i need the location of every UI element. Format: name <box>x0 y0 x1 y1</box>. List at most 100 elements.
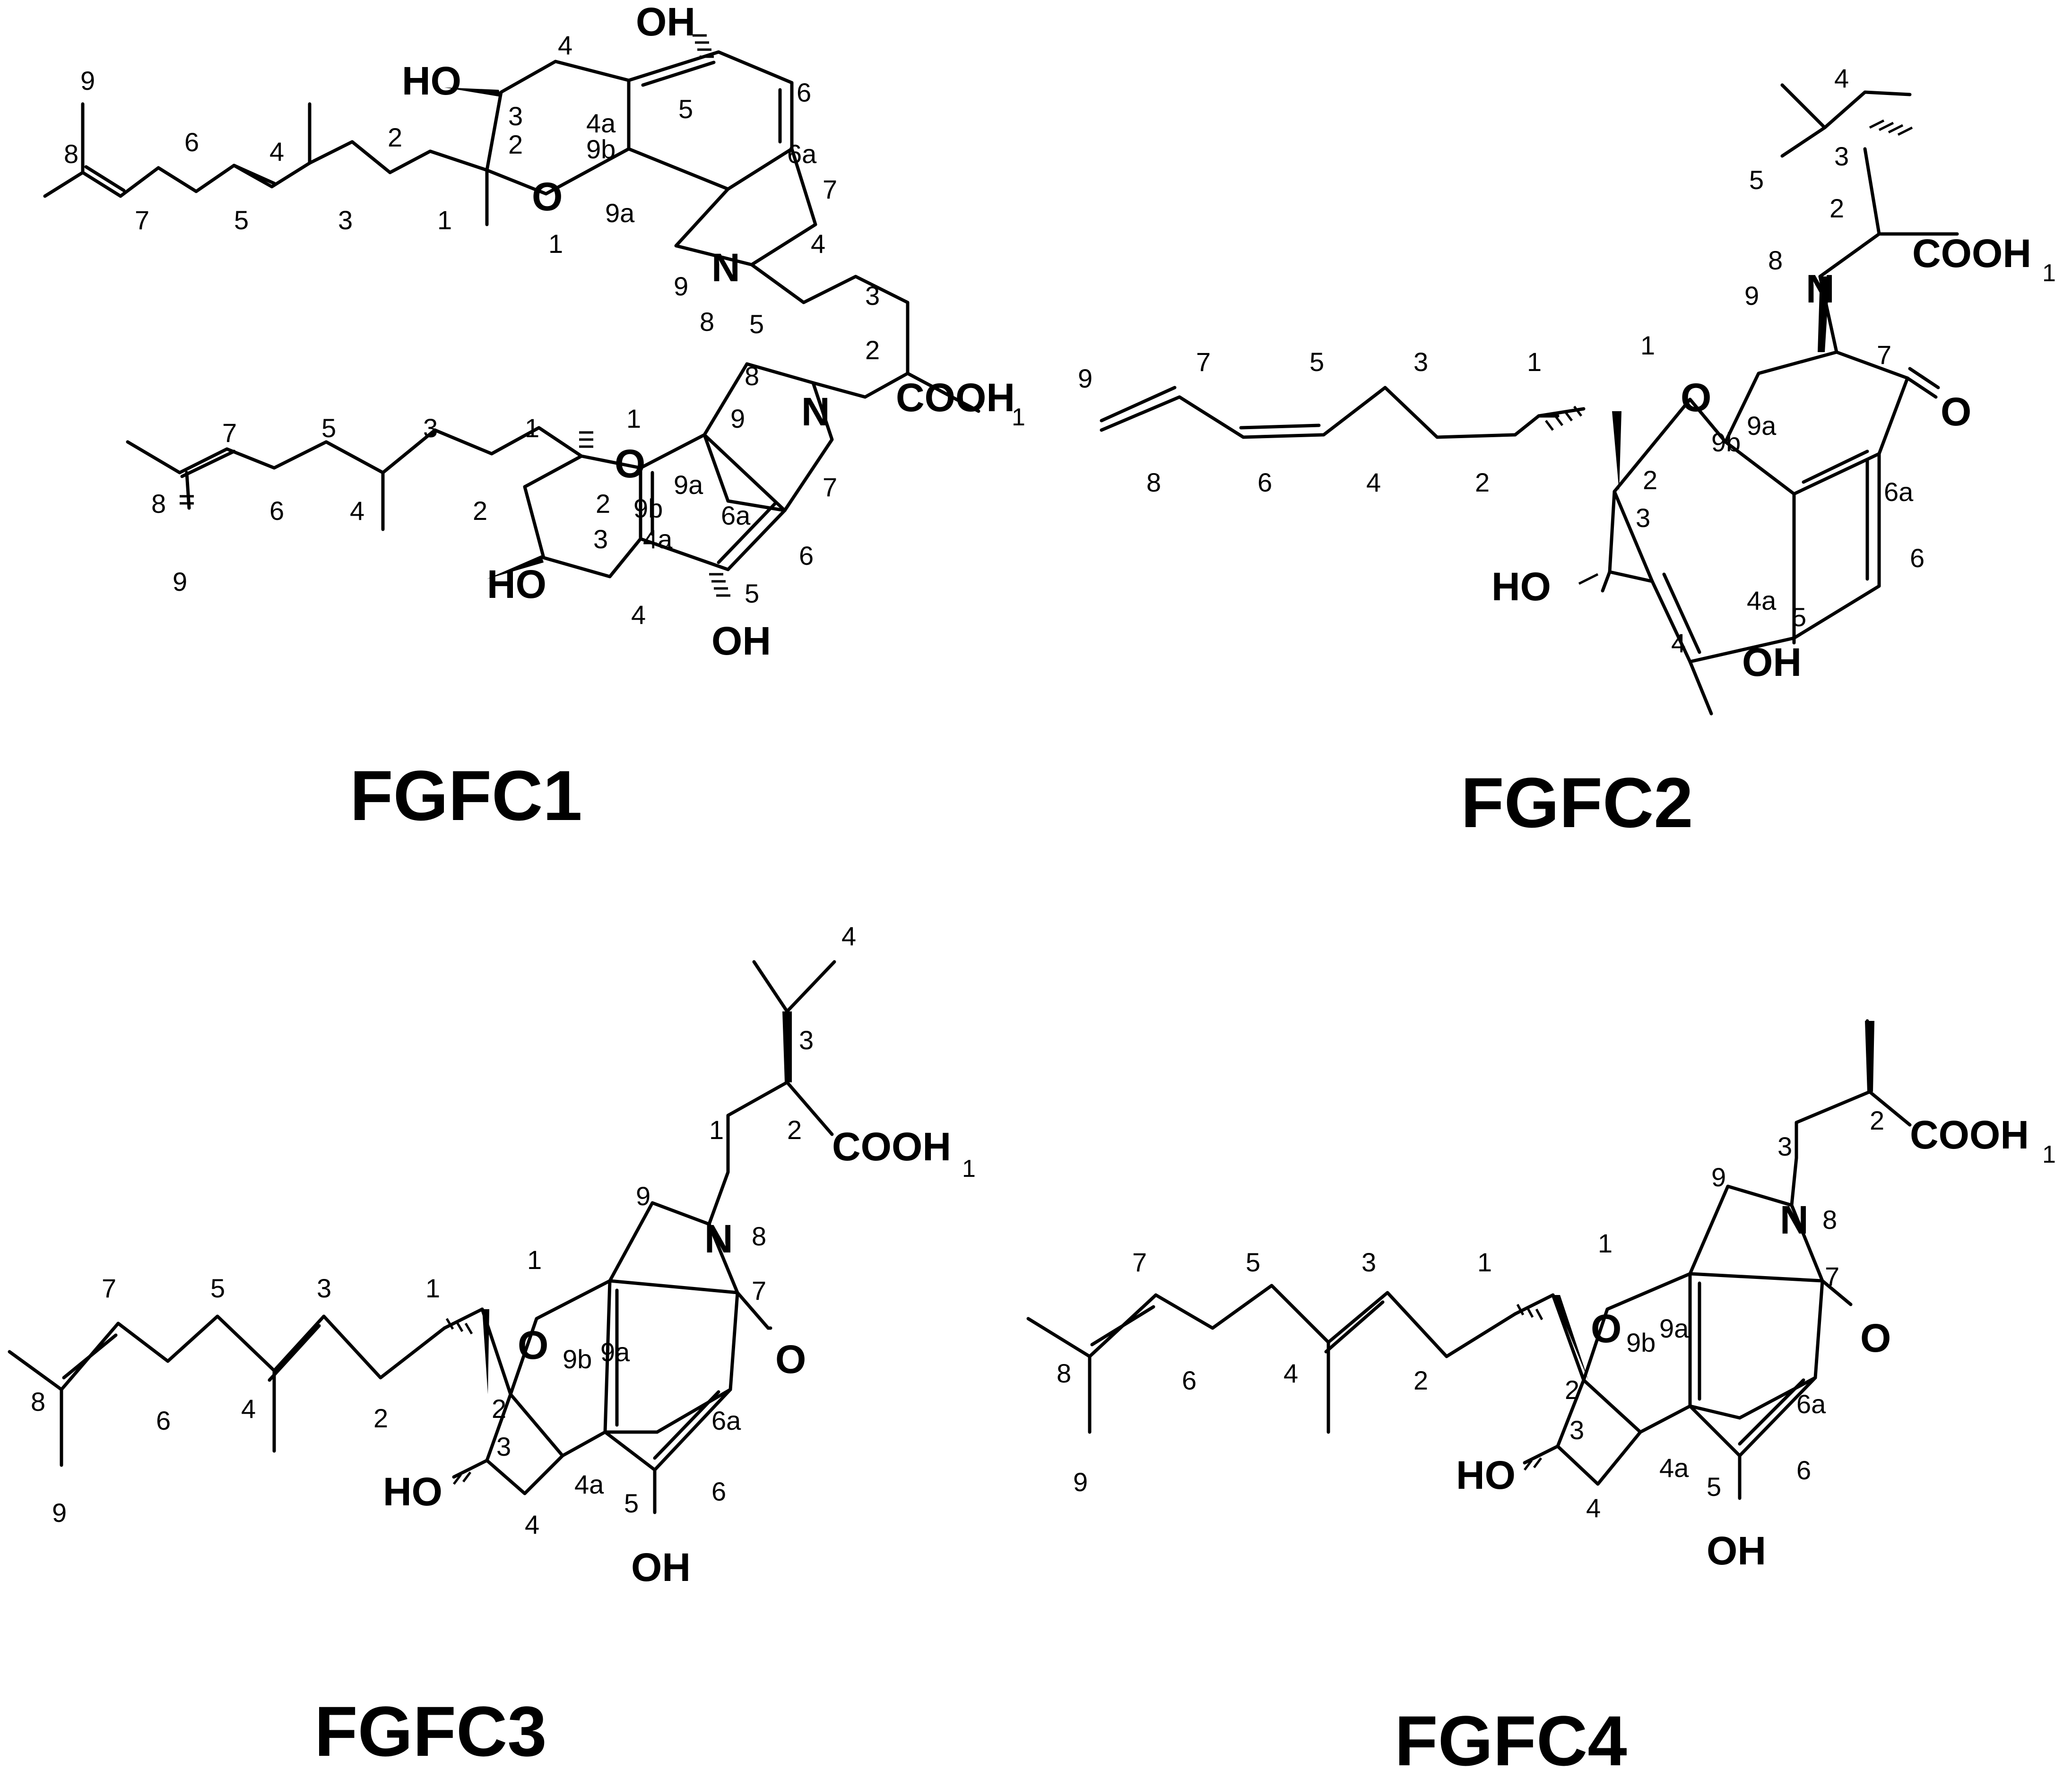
locant: 9a <box>1747 411 1777 440</box>
locant: 1 <box>626 404 641 433</box>
locant: 8 <box>1768 245 1783 275</box>
locant: 5 <box>749 309 764 339</box>
locant: 3 <box>508 101 523 131</box>
locant: 4 <box>1283 1358 1298 1388</box>
fgfc4-atoms: O N O COOH 1 HO OH <box>1456 1113 2056 1573</box>
locant: 4a <box>1747 586 1777 615</box>
fgfc4-atom-cooh: COOH <box>1910 1113 2029 1157</box>
locant: 4 <box>525 1510 539 1539</box>
fgfc3-atoms: O N O COOH 1 HO OH <box>383 1124 976 1589</box>
fgfc3-locants: 4 3 1 2 7 5 3 1 8 6 4 2 9 1 9 8 7 9a 9b … <box>31 921 856 1539</box>
fgfc2-title: FGFC2 <box>1461 763 1693 842</box>
fgfc1-atom-ho-upper: HO <box>402 59 461 103</box>
locant: 2 <box>865 335 880 365</box>
locant: 9b <box>1711 427 1741 457</box>
locant: 4 <box>269 137 284 166</box>
locant: 9 <box>636 1181 650 1211</box>
locant: 6 <box>711 1476 726 1506</box>
fgfc3-atom-oh: OH <box>631 1545 691 1589</box>
fgfc3-atom-o: O <box>518 1323 548 1367</box>
locant: 3 <box>496 1432 511 1461</box>
locant: 8 <box>31 1387 45 1416</box>
locant: 6 <box>799 541 814 570</box>
locant: 4a <box>1659 1453 1689 1483</box>
fgfc1-atom-n-upper: N <box>711 245 740 290</box>
locant: 1 <box>1598 1228 1613 1258</box>
locant: 5 <box>745 578 759 608</box>
locant: 9a <box>674 470 703 500</box>
locant: 3 <box>593 524 608 554</box>
fgfc1-atom-ho-lower: HO <box>487 562 546 606</box>
locant: 3 <box>1636 503 1650 533</box>
locant: 5 <box>624 1488 639 1518</box>
locant: 9b <box>633 493 663 523</box>
locant: 2 <box>1643 465 1657 495</box>
locant: 9 <box>730 404 745 433</box>
locant: 6a <box>1796 1389 1826 1419</box>
locant: 5 <box>678 94 693 124</box>
fgfc2-atom-o: O <box>1681 375 1711 420</box>
fgfc4-atom-oh: OH <box>1707 1528 1766 1573</box>
locant: 6 <box>1182 1365 1196 1395</box>
locant: 9b <box>563 1344 592 1374</box>
locant: 7 <box>752 1276 766 1305</box>
locant: 4 <box>841 921 856 951</box>
locant: 9a <box>1659 1313 1689 1343</box>
locant: 9 <box>80 66 95 95</box>
locant: 9 <box>674 271 688 301</box>
compound-fgfc2: O N O COOH 1 HO OH 4 5 3 2 9 7 5 3 1 8 6… <box>1078 63 2056 842</box>
fgfc3-title: FGFC3 <box>314 1692 547 1770</box>
locant: 2 <box>1475 467 1490 497</box>
locant: 7 <box>1825 1261 1839 1291</box>
locant: 2 <box>787 1115 802 1145</box>
locant: 5 <box>210 1273 225 1303</box>
fgfc3-atom-ho: HO <box>383 1469 442 1514</box>
locant: 1 <box>548 229 563 259</box>
locant: 9a <box>605 198 635 228</box>
fgfc4-atom-ho: HO <box>1456 1453 1516 1497</box>
locant: 9b <box>1626 1328 1656 1357</box>
locant: 4 <box>811 229 825 259</box>
locant: 9 <box>1073 1467 1088 1497</box>
fgfc2-atom-cooh-sub: 1 <box>2042 259 2056 287</box>
locant: 6 <box>156 1406 171 1435</box>
locant: 5 <box>1792 602 1806 632</box>
locant: 6a <box>711 1406 741 1435</box>
fgfc2-locants: 4 5 3 2 9 7 5 3 1 8 6 4 2 1 9b 9a 9 8 7 … <box>1078 63 1925 658</box>
locant: 6 <box>1257 467 1272 497</box>
locant: 6a <box>787 139 817 169</box>
locant: 3 <box>338 205 353 235</box>
compound-fgfc3: O N O COOH 1 HO OH 4 3 1 2 7 5 3 1 8 6 4… <box>8 921 976 1770</box>
locant: 4 <box>241 1394 256 1424</box>
fgfc1-atom-oh-top: OH <box>636 0 695 44</box>
locant: 2 <box>1870 1105 1884 1135</box>
locant: 7 <box>1877 340 1891 370</box>
fgfc3-stereo-bonds <box>445 1011 792 1485</box>
locant: 7 <box>222 418 237 448</box>
fgfc1-atom-cooh-sub: 1 <box>1012 404 1025 431</box>
locant: 3 <box>1834 141 1849 171</box>
fgfc1-atoms: OH HO O N N COOH 1 O HO OH <box>402 0 1025 663</box>
locant: 5 <box>1749 165 1764 195</box>
locant: 3 <box>1413 347 1428 377</box>
compound-fgfc1: OH HO O N N COOH 1 O HO OH 9 8 7 6 5 4 3… <box>43 0 1025 835</box>
fgfc2-atom-cooh: COOH <box>1912 231 2031 276</box>
locant: 6 <box>1796 1455 1811 1485</box>
locant: 6 <box>269 496 284 526</box>
locant: 9 <box>1078 363 1092 393</box>
fgfc2-bonds <box>1100 83 1959 716</box>
fgfc1-atom-cooh: COOH <box>896 375 1015 420</box>
locant: 8 <box>1057 1358 1071 1388</box>
locant: 2 <box>492 1394 506 1424</box>
locant: 1 <box>437 205 452 235</box>
locant: 7 <box>1132 1247 1147 1277</box>
fgfc1-atom-n-lower: N <box>801 389 830 434</box>
locant: 3 <box>1361 1247 1376 1277</box>
fgfc2-stereo-bonds <box>1545 119 1913 585</box>
locant: 4 <box>1834 63 1849 93</box>
locant: 9 <box>1744 281 1759 311</box>
locant: 1 <box>527 1245 542 1275</box>
locant: 3 <box>1569 1415 1584 1445</box>
locant: 4 <box>1366 467 1381 497</box>
